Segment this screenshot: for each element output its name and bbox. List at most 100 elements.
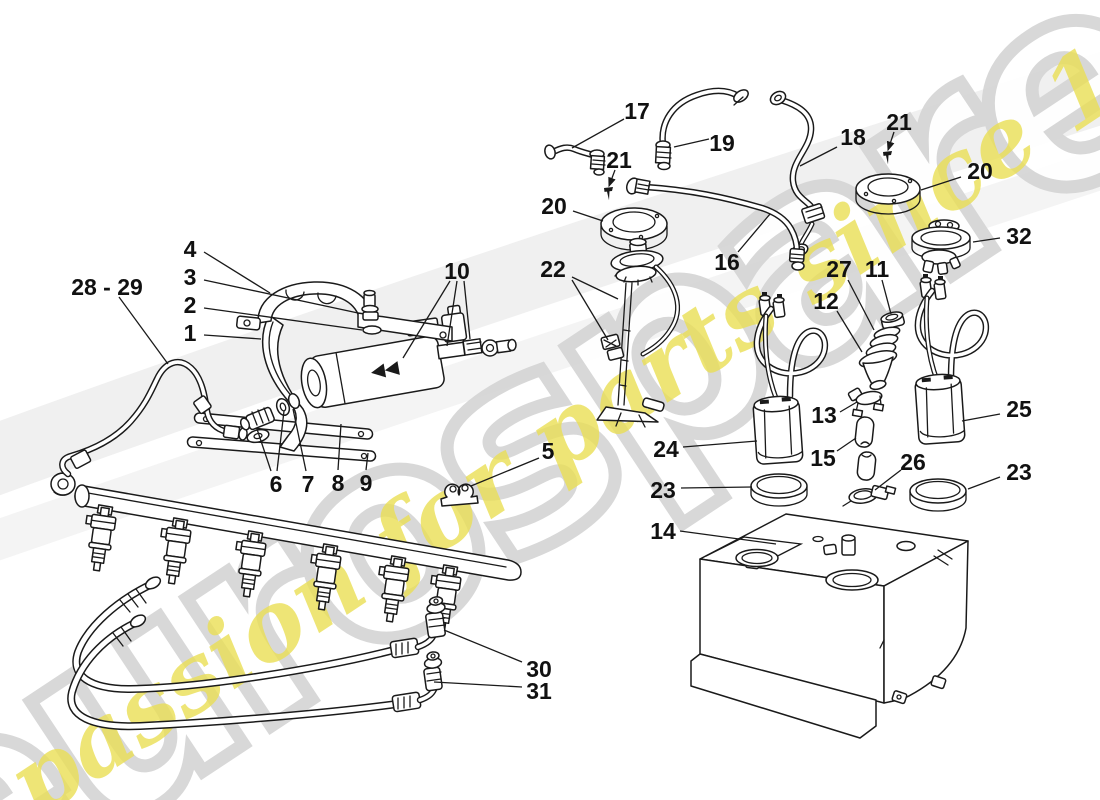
leader-line (886, 131, 895, 152)
part-callout-1: 1 (184, 320, 197, 346)
part-callout-27: 27 (826, 256, 852, 282)
leader-line (433, 681, 523, 688)
watermark-swoosh (0, 52, 1100, 496)
part-callout-16: 16 (714, 249, 740, 275)
fuel-injector (160, 519, 192, 585)
part-callout-30: 30 (526, 656, 552, 682)
rubber-boot-assembly (858, 311, 905, 391)
seal-ring-23-left (750, 473, 808, 507)
leader-line (203, 251, 271, 294)
part-callout-23: 23 (650, 477, 676, 503)
screw-21-right (883, 151, 892, 165)
hose-16 (625, 177, 806, 271)
clamp-13 (847, 387, 885, 418)
leader-line (881, 279, 892, 315)
part-callout-19: 19 (709, 130, 735, 156)
part-callout-4: 4 (184, 236, 197, 262)
part-callout-15: 15 (810, 445, 836, 471)
seal-ring-23-right (909, 478, 967, 512)
leader-line (463, 280, 471, 340)
part-callout-24: 24 (653, 436, 679, 462)
seal-7 (275, 392, 301, 416)
fuel-injector (378, 557, 410, 623)
seal-ring-20-left (600, 207, 668, 251)
leader-line (839, 401, 858, 413)
part-callout-25: 25 (1006, 396, 1032, 422)
fuel-injector (85, 506, 117, 572)
part-callout-6: 6 (270, 471, 283, 497)
leader-line (608, 169, 616, 188)
leader-line (572, 210, 604, 222)
leader-line (920, 176, 962, 191)
part-callout-20: 20 (967, 158, 993, 184)
hose-30 (72, 576, 446, 694)
fitting-6 (239, 406, 275, 444)
part-callout-23: 23 (1006, 459, 1032, 485)
watermark-swoosh-2 (0, 148, 1100, 561)
clamp-26 (842, 484, 897, 507)
hose-17 (544, 144, 606, 176)
part-callout-31: 31 (526, 678, 552, 704)
fuel-pump-24 (752, 292, 829, 465)
part-callout-26: 26 (900, 449, 926, 475)
leader-line (972, 237, 1001, 243)
leader-line (836, 437, 857, 452)
leader-line (470, 457, 540, 487)
leader-line (337, 423, 342, 471)
leader-line (203, 334, 262, 340)
part-callout-11: 11 (865, 256, 890, 282)
leader-line (679, 530, 777, 545)
leader-line (276, 410, 285, 472)
seal-ring-20-right (855, 173, 921, 215)
leader-line (847, 279, 875, 331)
part-callout-17: 17 (624, 98, 650, 124)
part-callout-21: 21 (606, 147, 632, 173)
diagram-line-art (50, 87, 990, 739)
part-callout-28-29: 28 - 29 (71, 274, 143, 300)
fuel-level-sender (596, 237, 681, 428)
leader-line (256, 428, 272, 472)
flange-32 (911, 219, 971, 275)
part-callout-18: 18 (840, 124, 866, 150)
leader-line (443, 629, 523, 663)
part-callout-13: 13 (811, 402, 837, 428)
part-callout-14: 14 (650, 518, 676, 544)
hose-19 (654, 87, 749, 171)
part-callout-20: 20 (541, 193, 567, 219)
leader-line (737, 213, 771, 253)
leader-line (365, 452, 369, 471)
screw-21-left (604, 187, 613, 201)
part-callout-8: 8 (332, 470, 345, 496)
part-callout-22: 22 (540, 256, 566, 282)
clamp-5 (440, 483, 479, 507)
leader-line (967, 476, 1001, 490)
leader-line (571, 279, 609, 341)
part-callout-2: 2 (184, 292, 197, 318)
leader-line (836, 310, 863, 353)
pads-15 (854, 416, 877, 481)
part-callout-7: 7 (302, 471, 315, 497)
leader-line (446, 280, 458, 347)
leader-line (682, 440, 758, 448)
hose-31 (67, 614, 443, 731)
leader-line (571, 118, 625, 149)
fuel-pump-25 (914, 274, 990, 445)
fuel-injector (235, 532, 267, 598)
leader-line (203, 307, 363, 331)
leader-line (292, 408, 307, 472)
leader-line (118, 296, 169, 365)
part-callout-10: 10 (444, 258, 470, 284)
part-callout-3: 3 (184, 264, 197, 290)
part-callout-32: 32 (1006, 223, 1032, 249)
leader-line (799, 146, 838, 167)
fuel-injector (310, 545, 342, 611)
part-callout-12: 12 (813, 288, 839, 314)
fuel-tank (690, 513, 969, 739)
leader-line (203, 279, 359, 314)
leader-line (402, 280, 451, 359)
hose-28-29 (59, 358, 248, 478)
fuel-filter (300, 335, 445, 409)
